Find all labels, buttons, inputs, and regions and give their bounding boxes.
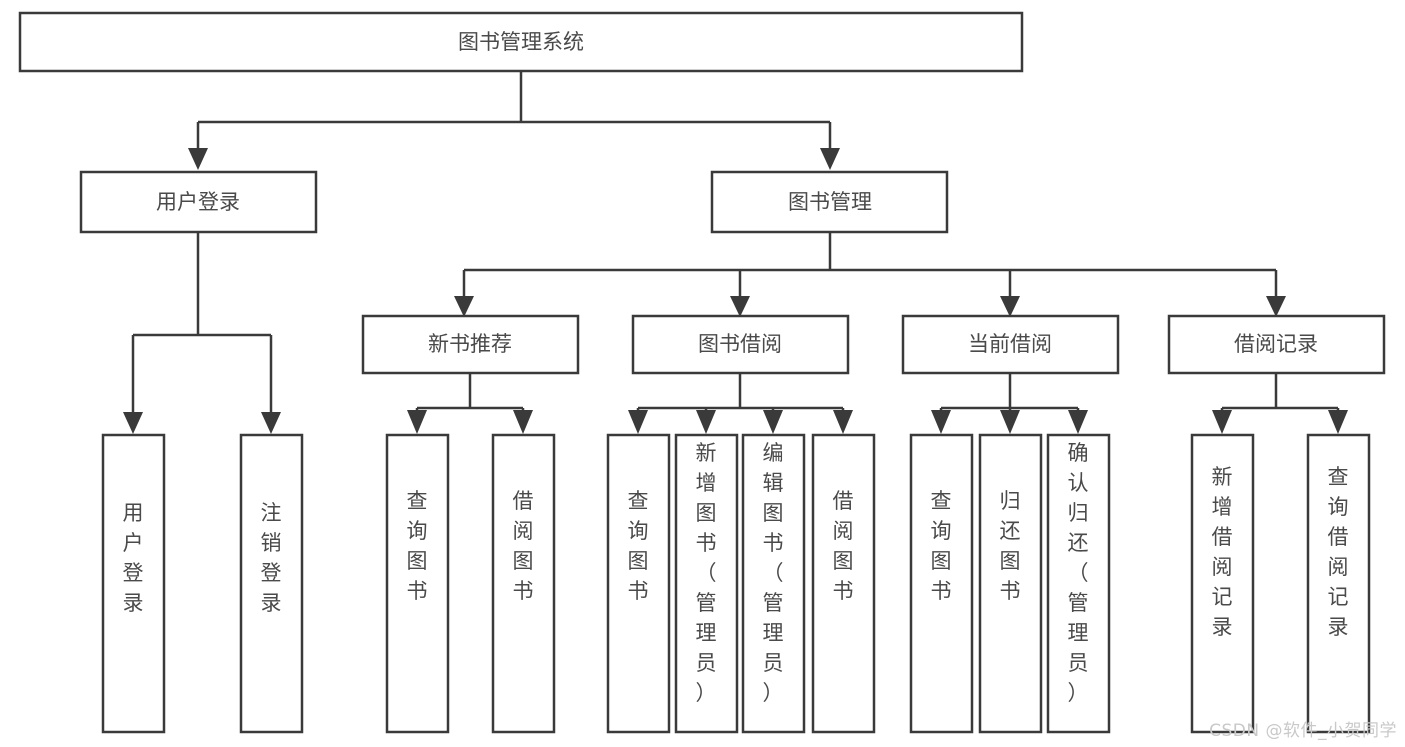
arrowhead-bb-leaf3 [763, 410, 783, 434]
node-user-login-label: 用户登录 [156, 190, 240, 214]
arrowhead-user-login [188, 148, 208, 170]
node-current-borrow-box [901, 314, 1120, 375]
leaf-label-vertical: 借阅图书 [833, 489, 854, 603]
arrowhead-current-borrow [1000, 296, 1020, 317]
arrowhead-cb-leaf1 [931, 410, 951, 434]
leaf-book-borrow-add[interactable]: 新增图书（管理员） [674, 433, 739, 734]
leaf-box [978, 433, 1043, 734]
leaf-book-borrow-edit[interactable]: 编辑图书（管理员） [741, 433, 806, 734]
leaf-label-vertical: 查询图书 [931, 489, 952, 603]
node-book-borrow[interactable]: 图书借阅 [631, 314, 850, 375]
arrowhead-leaf-logout [261, 412, 281, 434]
arrowhead-bb-leaf1 [628, 410, 648, 434]
arrowhead-bb-leaf4 [833, 410, 853, 434]
node-new-book-box [361, 314, 580, 375]
node-user-login-box [79, 170, 318, 234]
leaf-box [239, 433, 304, 734]
leaf-label-vertical: 编辑图书（管理员） [763, 441, 784, 705]
leaf-box [1306, 433, 1371, 734]
node-borrow-record[interactable]: 借阅记录 [1167, 314, 1386, 375]
node-new-book-label: 新书推荐 [428, 332, 512, 356]
leaf-box [909, 433, 974, 734]
leaf-book-borrow-query[interactable]: 查询图书 [606, 433, 671, 734]
arrowhead-bb-leaf2 [696, 410, 716, 434]
leaf-label-vertical: 借阅图书 [513, 489, 534, 603]
leaf-box [1046, 433, 1111, 734]
leaf-box [101, 433, 166, 734]
leaf-label-vertical: 新增借阅记录 [1212, 465, 1233, 639]
leaf-box [385, 433, 450, 734]
leaf-box [811, 433, 876, 734]
leaf-label-vertical: 确认归还（管理员） [1068, 441, 1089, 705]
leaf-label-vertical: 查询图书 [407, 489, 428, 603]
leaf-user-login-logout[interactable]: 注销登录 [239, 433, 304, 734]
leaf-book-borrow-borrow[interactable]: 借阅图书 [811, 433, 876, 734]
arrowhead-book-manage [820, 148, 840, 170]
arrowhead-br-leaf2 [1328, 410, 1348, 434]
node-book-manage-label: 图书管理 [788, 190, 872, 214]
leaf-label-vertical: 查询图书 [628, 489, 649, 603]
arrowhead-new-book [454, 296, 474, 317]
arrowhead-nb-leaf2 [513, 410, 533, 434]
node-current-borrow-label: 当前借阅 [968, 332, 1052, 356]
leaf-box [606, 433, 671, 734]
leaf-label-vertical: 查询借阅记录 [1328, 465, 1349, 639]
leaf-box [674, 433, 739, 734]
leaf-box [491, 433, 556, 734]
node-borrow-record-box [1167, 314, 1386, 375]
node-root-label: 图书管理系统 [458, 30, 584, 54]
node-current-borrow[interactable]: 当前借阅 [901, 314, 1120, 375]
edge-layer [123, 71, 1348, 434]
node-root[interactable]: 图书管理系统 [18, 11, 1024, 73]
arrowhead-cb-leaf2 [1000, 410, 1020, 434]
leaf-new-book-borrow[interactable]: 借阅图书 [491, 433, 556, 734]
node-new-book-recommend[interactable]: 新书推荐 [361, 314, 580, 375]
leaf-borrow-record-add[interactable]: 新增借阅记录 [1190, 433, 1255, 734]
node-user-login[interactable]: 用户登录 [79, 170, 318, 234]
arrowhead-cb-leaf3 [1068, 410, 1088, 434]
arrowhead-borrow-record [1266, 296, 1286, 317]
leaf-box [1190, 433, 1255, 734]
leaf-box [741, 433, 806, 734]
leaf-current-borrow-return[interactable]: 归还图书 [978, 433, 1043, 734]
leaf-new-book-query[interactable]: 查询图书 [385, 433, 450, 734]
arrowhead-nb-leaf1 [407, 410, 427, 434]
node-borrow-record-label: 借阅记录 [1234, 332, 1318, 356]
leaf-label-vertical: 新增图书（管理员） [696, 441, 717, 705]
node-book-manage[interactable]: 图书管理 [710, 170, 949, 234]
arrowhead-book-borrow [730, 296, 750, 317]
leaf-borrow-record-query[interactable]: 查询借阅记录 [1306, 433, 1371, 734]
node-book-manage-box [710, 170, 949, 234]
arrowhead-br-leaf1 [1212, 410, 1232, 434]
node-root-box [18, 11, 1024, 73]
leaf-current-borrow-query[interactable]: 查询图书 [909, 433, 974, 734]
node-book-borrow-label: 图书借阅 [698, 332, 782, 356]
leaf-current-borrow-confirm[interactable]: 确认归还（管理员） [1046, 433, 1111, 734]
leaf-label-vertical: 用户登录 [123, 501, 144, 615]
leaf-user-login-login[interactable]: 用户登录 [101, 433, 166, 734]
node-book-borrow-box [631, 314, 850, 375]
leaf-label-vertical: 注销登录 [261, 501, 282, 615]
leaf-label-vertical: 归还图书 [1000, 489, 1021, 603]
arrowhead-leaf-user-login [123, 412, 143, 434]
csdn-watermark: CSDN @软件_小贺同学 [1209, 721, 1397, 741]
